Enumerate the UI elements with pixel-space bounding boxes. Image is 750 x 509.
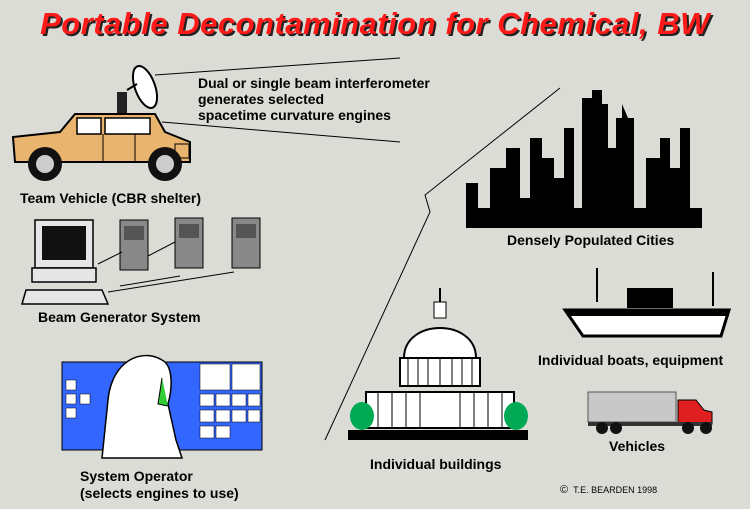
- ship-icon: [562, 268, 732, 338]
- beam-generator-label: Beam Generator System: [38, 309, 201, 325]
- vehicles-label: Vehicles: [609, 438, 666, 454]
- system-operator-label-line1: System Operator: [80, 468, 193, 484]
- copyright: © T.E. BEARDEN 1998: [560, 484, 657, 496]
- beam-description: Dual or single beam interferometer gener…: [198, 75, 430, 123]
- server-tower-icon-3: [231, 217, 261, 269]
- buildings-label: Individual buildings: [370, 456, 502, 472]
- beam-lower-line: [161, 121, 401, 143]
- page-title: Portable Decontamination for Chemical, B…: [40, 6, 710, 41]
- satellite-dish-icon: [117, 65, 159, 114]
- beam-upper-line: [154, 57, 401, 76]
- server-tower-icon-2: [174, 217, 204, 269]
- city-skyline-icon: [466, 90, 702, 228]
- beam-description-line1: Dual or single beam interferometer: [198, 75, 430, 91]
- capitol-building-icon: [348, 288, 528, 440]
- team-vehicle-icon: [11, 65, 191, 181]
- server-tower-icon-1: [119, 219, 149, 271]
- copyright-symbol: ©: [560, 484, 569, 496]
- beam-generator-icon: [21, 217, 261, 305]
- copyright-text: T.E. BEARDEN 1998: [573, 485, 658, 495]
- beam-description-line3: spacetime curvature engines: [198, 107, 391, 123]
- lightning-bolt-line: [324, 87, 561, 441]
- computer-monitor-icon: [21, 219, 110, 305]
- system-operator-icon: [61, 354, 263, 459]
- system-operator-label: System Operator (selects engines to use): [80, 468, 239, 502]
- team-vehicle-label: Team Vehicle (CBR shelter): [20, 190, 202, 206]
- truck-icon: [587, 391, 713, 434]
- beam-description-line2: generates selected: [198, 91, 325, 107]
- system-operator-label-line2: (selects engines to use): [80, 485, 239, 501]
- boats-label: Individual boats, equipment: [538, 352, 724, 368]
- cities-label: Densely Populated Cities: [507, 232, 675, 248]
